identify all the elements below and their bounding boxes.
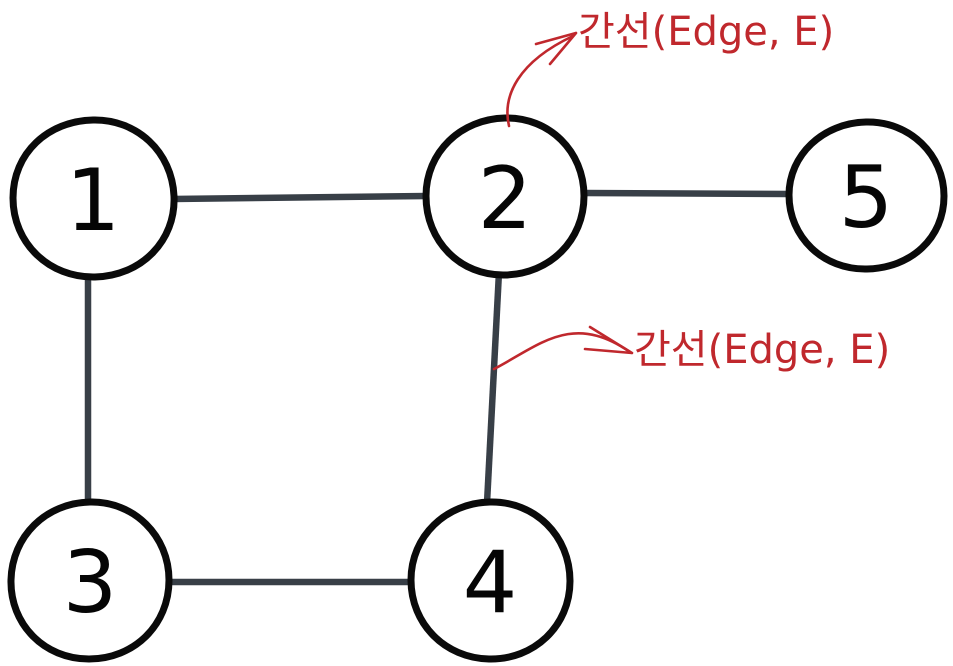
annotation-top-arrow — [506, 31, 578, 128]
annotation-label-top: 간선(Edge, E) — [578, 9, 835, 55]
node-1-label: 1 — [66, 151, 121, 251]
annotation-bottom-arrowhead — [583, 325, 634, 355]
node-2-label: 2 — [478, 149, 533, 249]
node-4[interactable]: 4 — [407, 498, 574, 663]
node-layer: 1 2 3 4 5 — [7, 114, 948, 663]
node-5[interactable]: 5 — [785, 118, 948, 273]
annotation-layer — [492, 31, 634, 371]
annotation-top-arrowhead — [534, 31, 578, 66]
node-3[interactable]: 3 — [7, 498, 173, 663]
node-5-label: 5 — [839, 148, 894, 248]
node-3-circle — [7, 498, 173, 663]
annotation-bottom-arrow — [492, 325, 634, 371]
annotation-label-bottom: 간선(Edge, E) — [634, 327, 891, 373]
node-2-circle — [422, 114, 588, 279]
node-3-label: 3 — [63, 533, 118, 633]
node-2[interactable]: 2 — [422, 114, 588, 279]
node-4-circle — [407, 498, 574, 663]
annotation-top-curve — [506, 34, 575, 128]
node-4-label: 4 — [463, 533, 518, 633]
edge-1-2 — [172, 192, 428, 203]
node-5-circle — [785, 118, 948, 273]
node-1[interactable]: 1 — [9, 116, 178, 281]
edge-layer — [84, 189, 791, 586]
edge-2-5 — [582, 189, 791, 198]
node-1-circle — [9, 116, 178, 281]
edge-2-4 — [483, 271, 503, 504]
